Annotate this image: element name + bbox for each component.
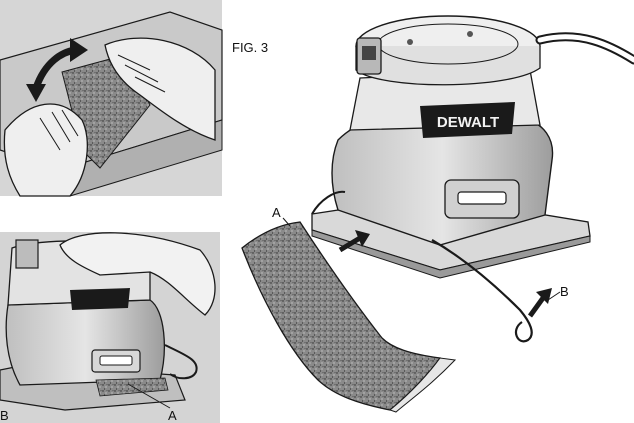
callout-b-clamp: B bbox=[560, 284, 569, 299]
main-sandpaper bbox=[241, 217, 457, 413]
figure-title: FIG. 3 bbox=[232, 40, 269, 55]
callout-a-sandpaper: A bbox=[272, 205, 281, 220]
paper-clamp-wire bbox=[431, 239, 533, 343]
inset-clamp-paper bbox=[0, 232, 220, 423]
brand-logo: DEWALT bbox=[437, 114, 499, 131]
inset-wrap-paper bbox=[0, 0, 223, 197]
left-hand bbox=[3, 103, 88, 197]
inset-sander-body bbox=[5, 299, 165, 386]
callout-a-inset: A bbox=[168, 408, 177, 423]
callout-b-inset: B bbox=[0, 408, 9, 423]
main-sander: DEWALT bbox=[311, 15, 634, 343]
brand-plate bbox=[420, 102, 515, 138]
inset-hand bbox=[59, 232, 216, 316]
